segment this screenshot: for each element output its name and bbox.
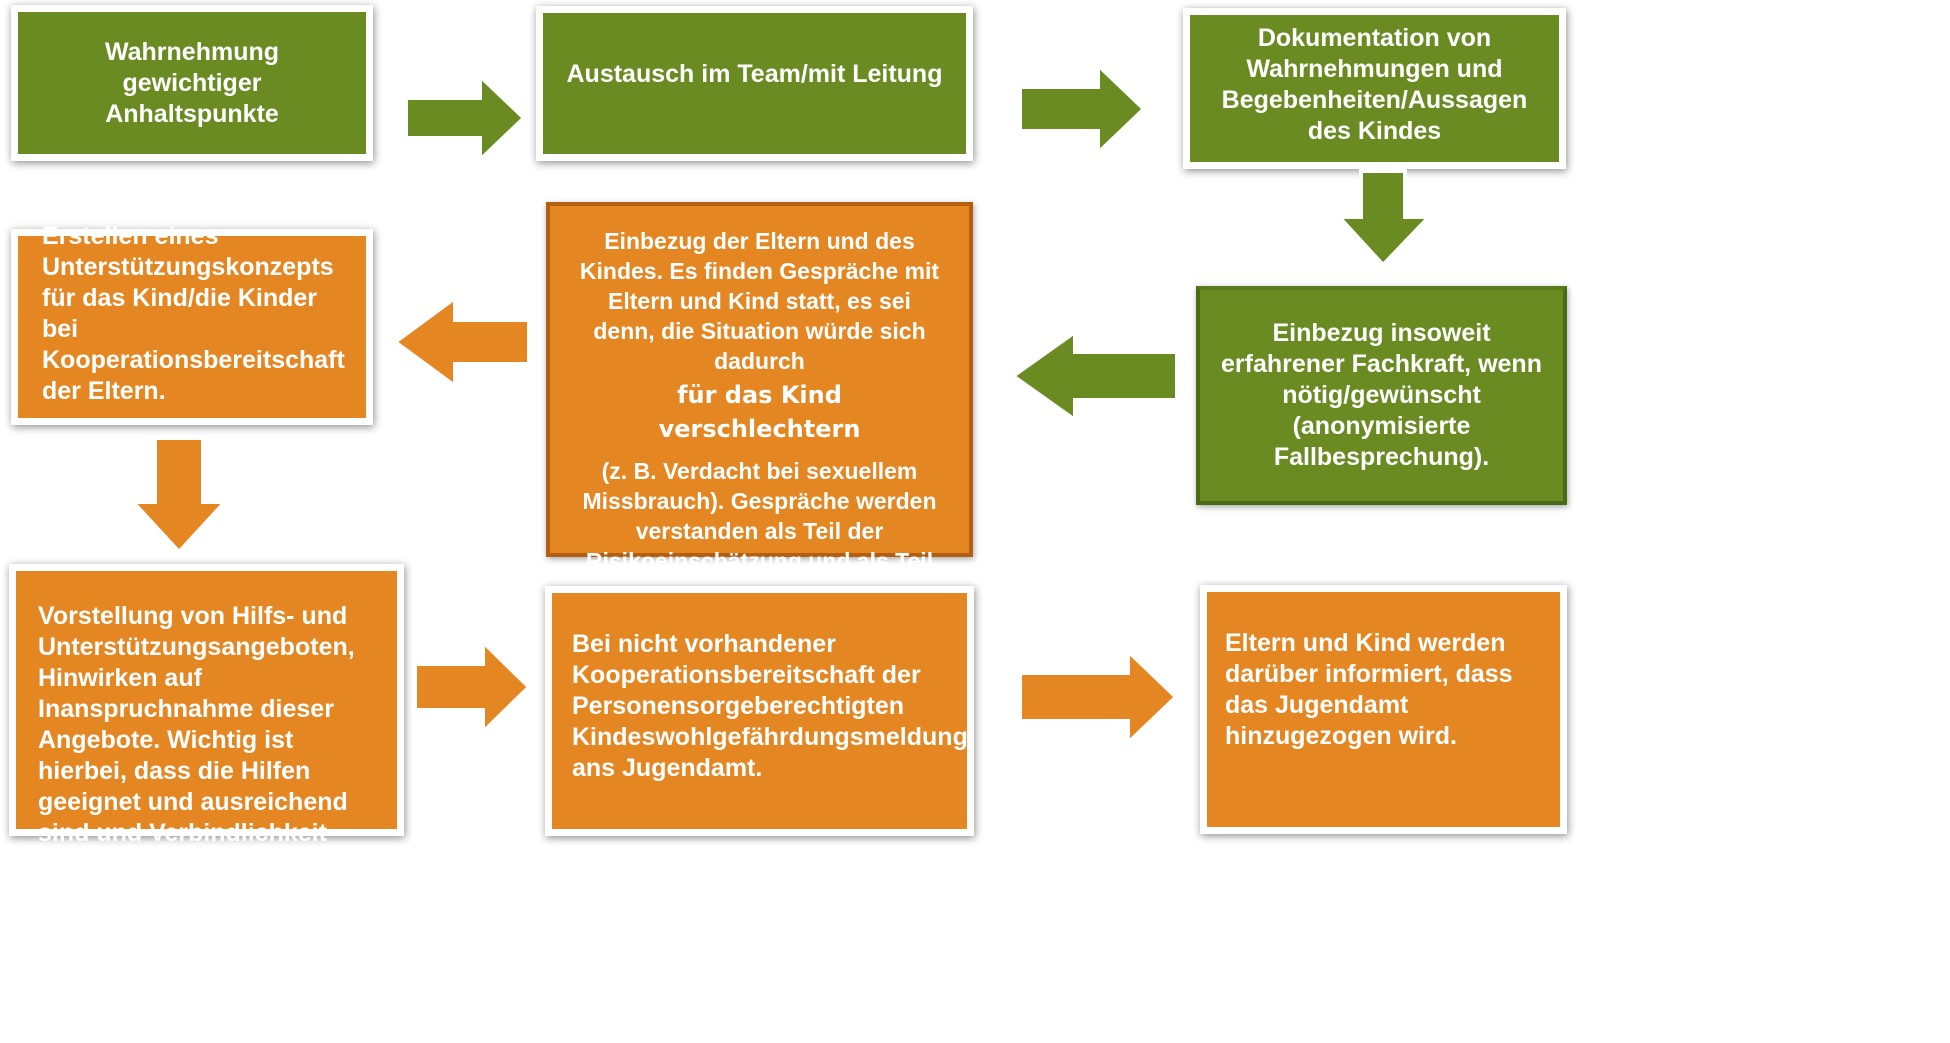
step-documentation-box: Dokumentation von Wahrnehmungen und Bege… <box>1183 8 1566 169</box>
step-help-offers-box: Vorstellung von Hilfs- und Unterstützung… <box>9 564 404 940</box>
emphasis-text: für das Kind verschlechtern <box>658 381 861 443</box>
step-expert-text: Einbezug insoweit erfahrener Fachkraft, … <box>1221 319 1542 471</box>
step-support-concept-text: Erstellen eines Unterstützungskonzepts f… <box>42 222 345 405</box>
step-inform-box: Eltern und Kind werden darüber informier… <box>1200 585 1567 834</box>
step-parent-involvement-note: (z. B. Verdacht bei sexuellem Missbrauch… <box>582 458 937 604</box>
step-report-text: Bei nicht vorhandener Kooperationsbereit… <box>572 630 968 782</box>
step-inform-text: Eltern und Kind werden darüber informier… <box>1225 628 1513 750</box>
step-parent-involvement-box: Einbezug der Eltern und des Kindes. Es f… <box>546 202 973 604</box>
arrow-right-icon <box>1018 646 1179 748</box>
step-team-exchange-text: Austausch im Team/mit Leitung <box>566 60 943 88</box>
arrow-down-icon <box>1334 169 1434 268</box>
arrow-left-icon <box>1009 328 1179 424</box>
arrow-right-icon <box>413 637 532 737</box>
arrow-right-icon <box>404 71 527 165</box>
arrow-left-icon <box>391 294 531 390</box>
step-documentation-text: Dokumentation von Wahrnehmungen und Bege… <box>1221 23 1528 145</box>
step-help-offers-text: Vorstellung von Hilfs- und Unterstützung… <box>38 602 355 940</box>
arrow-down-icon <box>128 436 230 555</box>
step-report-box: Bei nicht vorhandener Kooperationsbereit… <box>545 586 974 836</box>
step-perception-box: Wahrnehmung gewichtiger Anhaltspunkte <box>11 5 373 161</box>
arrow-right-icon <box>1018 60 1147 158</box>
step-expert-box: Einbezug insoweit erfahrener Fachkraft, … <box>1196 286 1567 505</box>
step-support-concept-box: Erstellen eines Unterstützungskonzepts f… <box>11 222 373 425</box>
step-team-exchange-box: Austausch im Team/mit Leitung <box>536 6 973 161</box>
step-perception-text: Wahrnehmung gewichtiger Anhaltspunkte <box>104 37 280 128</box>
step-parent-involvement-text: Einbezug der Eltern und des Kindes. Es f… <box>579 228 940 374</box>
